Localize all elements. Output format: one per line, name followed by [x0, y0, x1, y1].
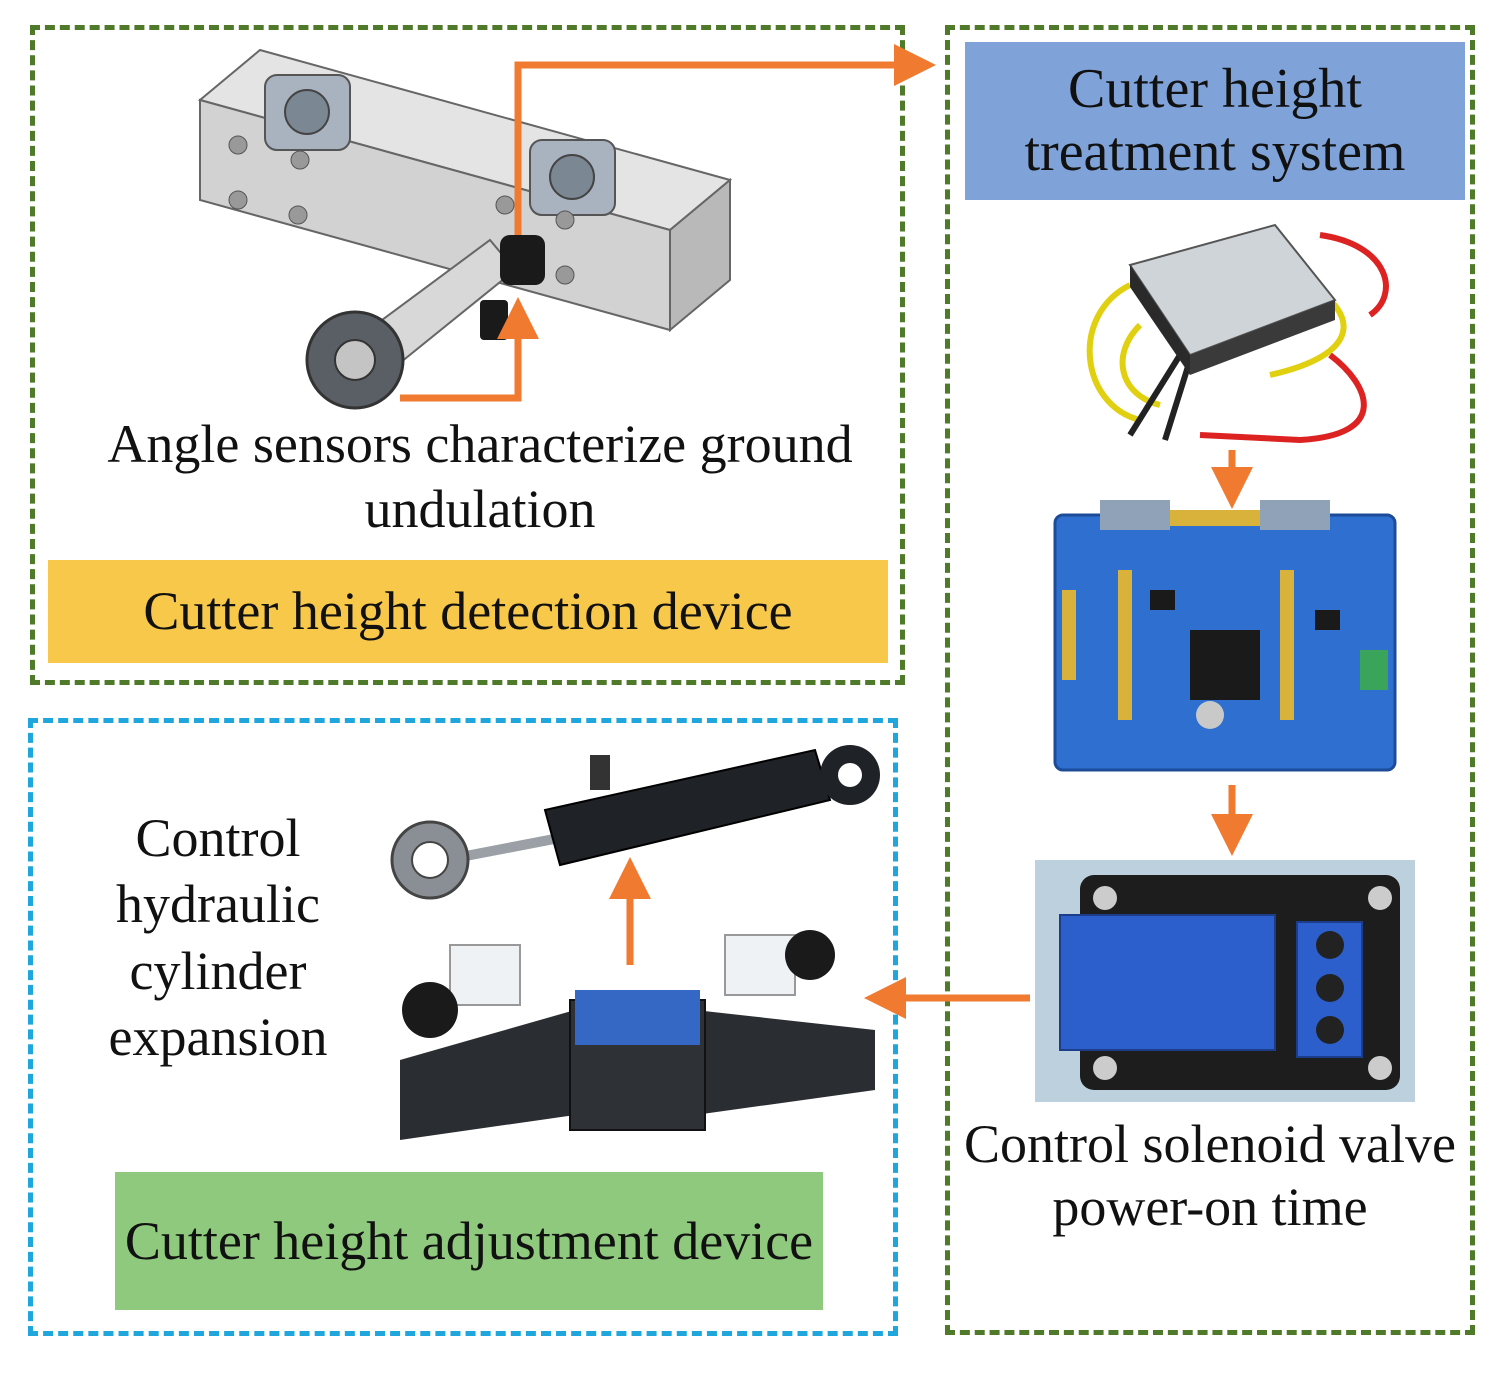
- treatment-panel: [945, 25, 1475, 1335]
- controller-board-icon: [1050, 500, 1400, 775]
- adjustment-panel: [28, 718, 898, 1336]
- solenoid-caption: Control solenoid valve power-on time: [964, 1114, 1456, 1238]
- angle-sensor-caption: Angle sensors characterize ground undula…: [107, 414, 853, 539]
- detection-title: Cutter height detection device: [48, 560, 888, 663]
- solenoid-valve-icon: [395, 915, 885, 1145]
- power-supply-icon: [1070, 205, 1405, 445]
- detection-panel: [30, 25, 905, 685]
- hydraulic-cylinder-icon: [385, 740, 885, 900]
- treatment-title: Cutter height treatment system: [965, 42, 1465, 200]
- hydraulic-caption: Control hydraulic cylinder expansion: [108, 808, 328, 1068]
- relay-module-icon: [1035, 860, 1415, 1102]
- adjustment-title: Cutter height adjustment device: [115, 1172, 823, 1310]
- angle-sensor-bracket-icon: [170, 40, 740, 410]
